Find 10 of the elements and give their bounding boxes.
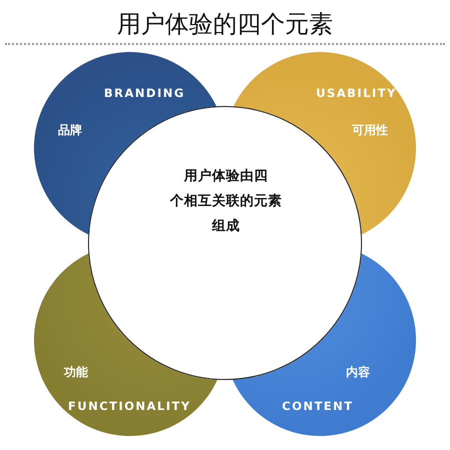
title: 用户体验的四个元素 xyxy=(117,10,333,38)
label: FUNCTIONALITY xyxy=(68,399,191,413)
center-text: 用户体验由四个相互关联的元素组成 xyxy=(168,167,283,236)
label: CONTENT xyxy=(282,399,354,413)
label: BRANDING xyxy=(104,86,186,100)
label: 可用性 xyxy=(352,122,388,139)
label: 品牌 xyxy=(58,122,82,139)
label: 功能 xyxy=(64,364,88,381)
label: USABILITY xyxy=(316,86,397,100)
label: 内容 xyxy=(346,364,370,381)
